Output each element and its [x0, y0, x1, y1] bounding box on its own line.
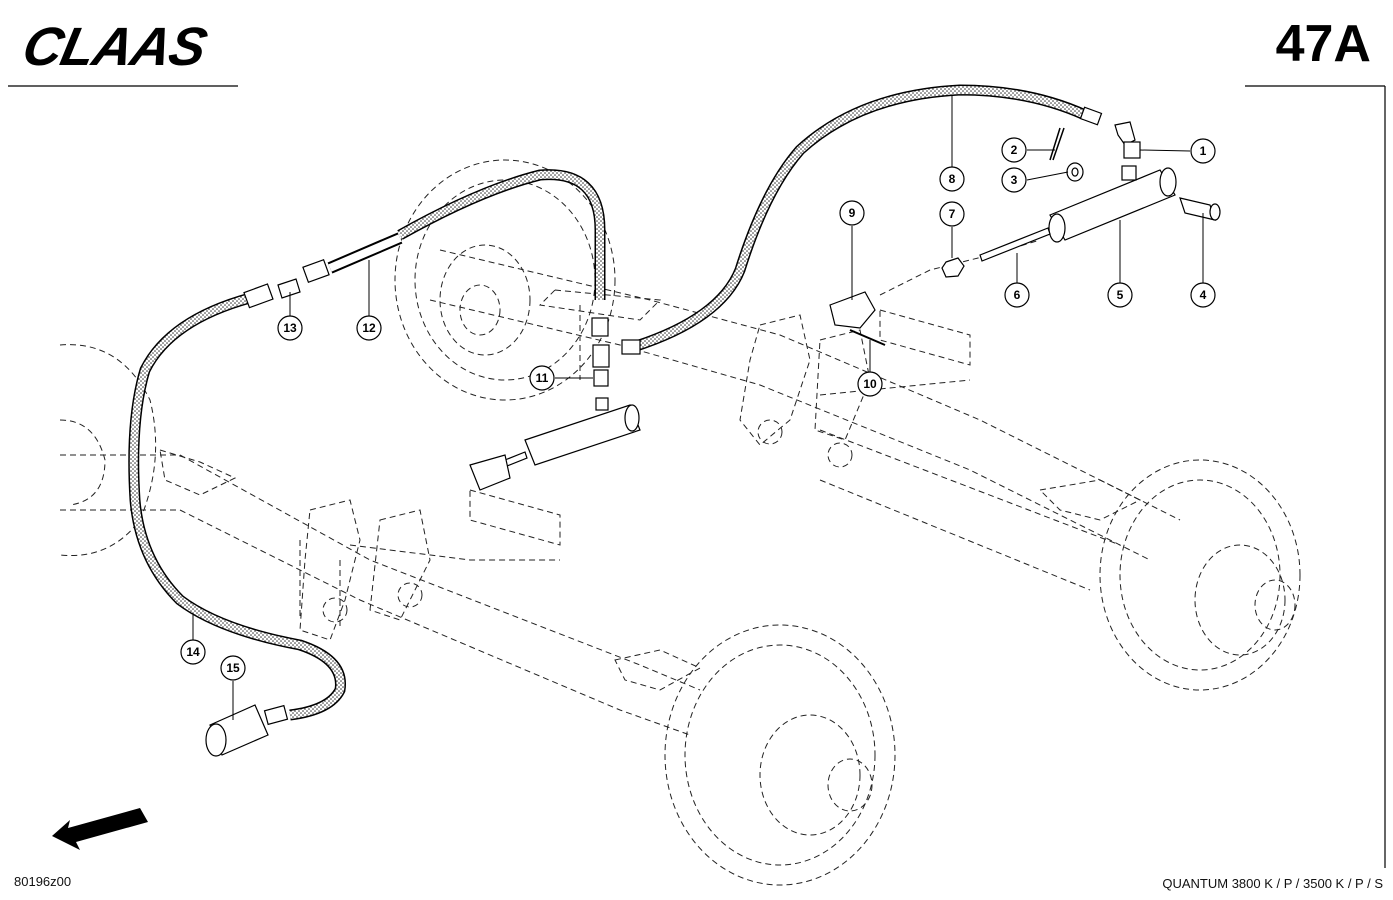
callout-7: 7: [949, 207, 956, 221]
callout-11: 11: [536, 371, 549, 385]
callout-4: 4: [1200, 288, 1207, 302]
leader-lines: [192, 95, 1204, 720]
callout-6: 6: [1014, 288, 1021, 302]
rear-axle-beam: [429, 249, 1181, 591]
callout-10: 10: [863, 377, 877, 391]
callout-5: 5: [1117, 288, 1124, 302]
nut-7: [941, 257, 965, 278]
threaded-rod: [979, 227, 1051, 262]
clevis-9: [829, 291, 876, 329]
rear-right-wheel: [1099, 459, 1301, 691]
callout-8: 8: [949, 172, 956, 186]
callout-12: 12: [362, 321, 376, 335]
cotter-pin: [1049, 127, 1065, 161]
chassis-phantom-lines: [59, 159, 1301, 886]
front-right-wheel: [664, 624, 896, 886]
model-designation: QUANTUM 3800 K / P / 3500 K / P / S: [1162, 876, 1383, 891]
bogie-bracket-right: [739, 309, 971, 468]
callout-9: 9: [849, 206, 856, 220]
callout-13: 13: [283, 321, 297, 335]
callout-14: 14: [186, 645, 200, 659]
cylinder-5: [1048, 165, 1177, 243]
callout-labels: 1 2 3 4 5 6 7 8 9 10 11 12 13 14 15: [186, 143, 1206, 675]
tee-fitting: [592, 344, 610, 368]
front-axle-beam: [60, 449, 702, 736]
callout-15: 15: [226, 661, 240, 675]
bogie-bracket-left: [299, 489, 561, 641]
fittings: [205, 106, 1221, 757]
page-number: 47A: [1275, 15, 1371, 73]
drawing-id: 80196z00: [14, 874, 72, 889]
callout-1: 1: [1200, 144, 1207, 158]
hydraulic-hoses: [128, 84, 1088, 721]
adapter-13: [277, 278, 301, 299]
callout-2: 2: [1011, 143, 1018, 157]
spring-pin: [849, 329, 886, 346]
frame-lines: [8, 85, 1386, 868]
arrow-down-left-icon: [52, 808, 148, 850]
nut-1: [1123, 141, 1141, 159]
rear-left-wheel: [394, 159, 616, 401]
hose-end-fitting: [1079, 106, 1103, 126]
left-wheel-fragment: [59, 344, 157, 557]
callout-bubbles: [180, 137, 1216, 681]
callout-3: 3: [1011, 173, 1018, 187]
quick-coupler: [205, 704, 289, 757]
lower-cylinder: [469, 404, 641, 491]
